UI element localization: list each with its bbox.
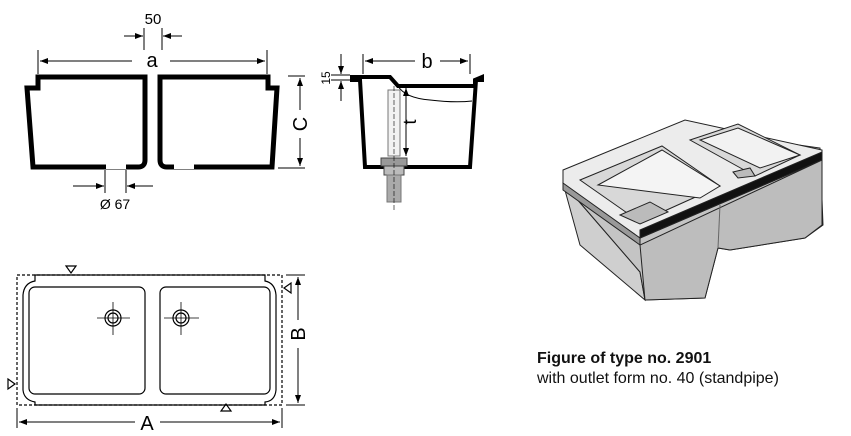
dim-rim-label: 15: [319, 71, 333, 85]
dim-depth-label: b: [421, 51, 432, 73]
dim-width-plan-label: B: [288, 327, 310, 340]
dim-height-label: C: [290, 117, 312, 131]
caption-title: Figure of type no. 2901: [537, 350, 712, 367]
dim-length-label: A: [140, 413, 154, 435]
front-view: [24, 28, 305, 193]
dim-width-label: a: [146, 50, 158, 72]
drain-right: [164, 302, 199, 335]
dim-outlet-label: Ø 67: [100, 196, 131, 212]
sink-illustration: [562, 119, 824, 302]
plan-view: [7, 265, 305, 428]
side-view: [331, 54, 484, 212]
dim-standpipe-label: t: [400, 119, 420, 124]
dim-gap-label: 50: [145, 11, 162, 28]
drain-left: [97, 302, 130, 335]
caption-subtitle: with outlet form no. 40 (standpipe): [537, 370, 779, 387]
figure-caption: Figure of type no. 2901 with outlet form…: [537, 349, 779, 389]
